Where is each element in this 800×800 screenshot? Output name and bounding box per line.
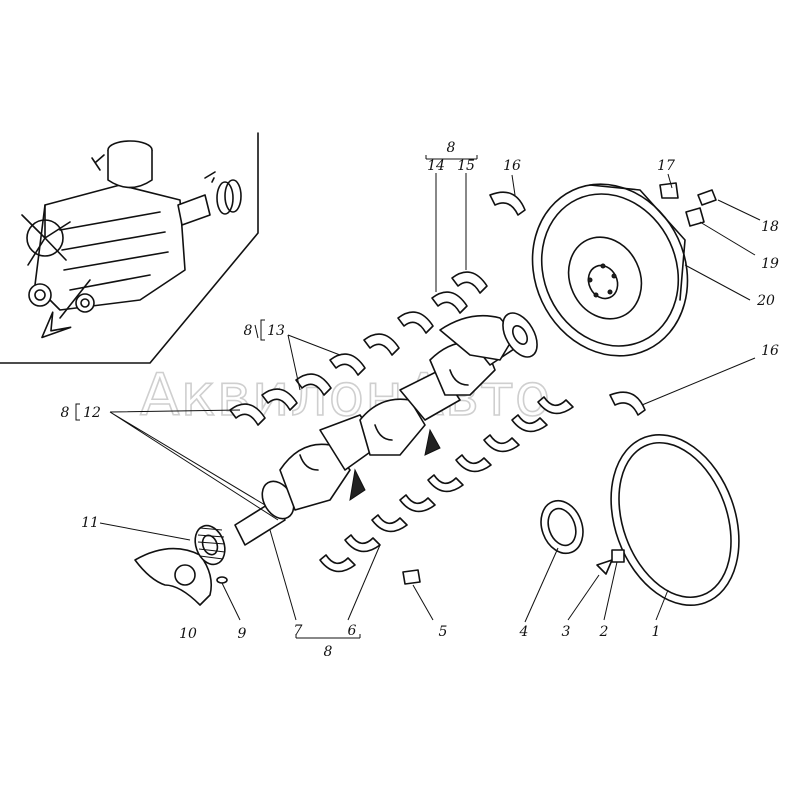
callout-1: 1: [652, 624, 661, 640]
callout-3: 3: [562, 624, 571, 640]
callout-12: 12: [83, 405, 101, 421]
callout-16-top: 16: [503, 158, 521, 174]
key-part: [216, 576, 228, 584]
callout-7: 7: [294, 623, 303, 639]
small-parts: [402, 182, 717, 585]
callout-14: 14: [427, 158, 445, 174]
engine-illustration: [21, 140, 242, 339]
timing-gear: [194, 524, 226, 566]
callout-8-top: 8: [447, 140, 456, 156]
callout-8-bottom: 8: [324, 644, 333, 660]
callout-19: 19: [761, 256, 779, 272]
callout-4: 4: [519, 624, 529, 640]
flywheel-assembly: [531, 183, 689, 357]
callout-labels: 8 14 15 16 17 18 19 20 16 8 13 8 12 11 1…: [61, 140, 779, 660]
inset-frame: [0, 132, 259, 364]
engine-inset: [0, 132, 259, 364]
callout-6: 6: [348, 623, 357, 639]
callout-9: 9: [238, 626, 247, 642]
callout-13: 13: [267, 323, 285, 339]
callout-2: 2: [599, 624, 609, 640]
oil-seal: [540, 499, 584, 555]
ring-gear: [610, 433, 740, 607]
callout-10: 10: [179, 626, 197, 642]
callout-5: 5: [439, 624, 448, 640]
callout-15: 15: [457, 158, 475, 174]
callout-20: 20: [756, 293, 775, 309]
callout-11: 11: [81, 515, 99, 531]
front-counterweight: [134, 547, 213, 606]
callout-8-12: 8: [61, 405, 70, 421]
main-bearing-lower-row: [319, 396, 574, 573]
main-bearing-upper-row: [229, 271, 488, 426]
callout-18: 18: [761, 219, 779, 235]
callout-8-13: 8: [244, 323, 253, 339]
callout-16-right: 16: [761, 343, 779, 359]
leader-lines: [75, 155, 761, 639]
callout-17: 17: [657, 158, 675, 174]
crankshaft: [234, 312, 538, 546]
